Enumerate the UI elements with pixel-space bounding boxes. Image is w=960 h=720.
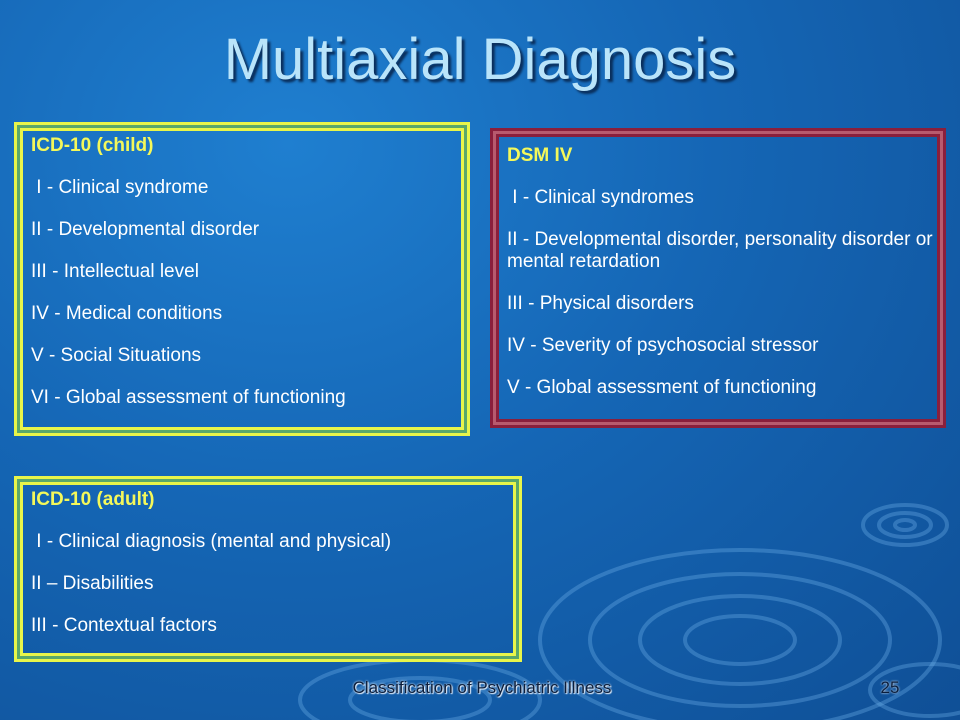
icd-child-box: ICD-10 (child) I - Clinical syndrome II … bbox=[14, 122, 470, 436]
dsm-axis-1: I - Clinical syndromes bbox=[507, 187, 694, 208]
icd-child-heading: ICD-10 (child) bbox=[31, 135, 154, 156]
icd-adult-axis-2: II – Disabilities bbox=[31, 573, 154, 594]
dsm-axis-5: V - Global assessment of functioning bbox=[507, 377, 817, 398]
page-number: 25 bbox=[880, 678, 900, 697]
icd-adult-axis-3: III - Contextual factors bbox=[31, 615, 217, 636]
dsm-heading: DSM IV bbox=[507, 145, 573, 166]
dsm-axis-4: IV - Severity of psychosocial stressor bbox=[507, 335, 819, 356]
icd-adult-heading: ICD-10 (adult) bbox=[31, 489, 155, 510]
icd-child-axis-5: V - Social Situations bbox=[31, 345, 202, 366]
dsm-axis-2: II - Developmental disorder, personality… bbox=[507, 229, 933, 272]
dsm-iv-box: DSM IV I - Clinical syndromes II - Devel… bbox=[490, 128, 946, 428]
icd-child-axis-3: III - Intellectual level bbox=[31, 261, 199, 282]
icd-child-axis-4: IV - Medical conditions bbox=[31, 303, 223, 324]
slide-footer: Classification of Psychiatric Illness bbox=[352, 678, 612, 697]
icd-child-axis-1: I - Clinical syndrome bbox=[31, 177, 209, 198]
icd-adult-box: ICD-10 (adult) I - Clinical diagnosis (m… bbox=[14, 476, 522, 662]
slide-title: Multiaxial Diagnosis bbox=[223, 27, 737, 92]
dsm-axis-3: III - Physical disorders bbox=[507, 293, 694, 314]
icd-child-axis-6: VI - Global assessment of functioning bbox=[31, 387, 346, 408]
icd-child-axis-2: II - Developmental disorder bbox=[31, 219, 260, 240]
icd-adult-axis-1: I - Clinical diagnosis (mental and physi… bbox=[31, 531, 392, 552]
